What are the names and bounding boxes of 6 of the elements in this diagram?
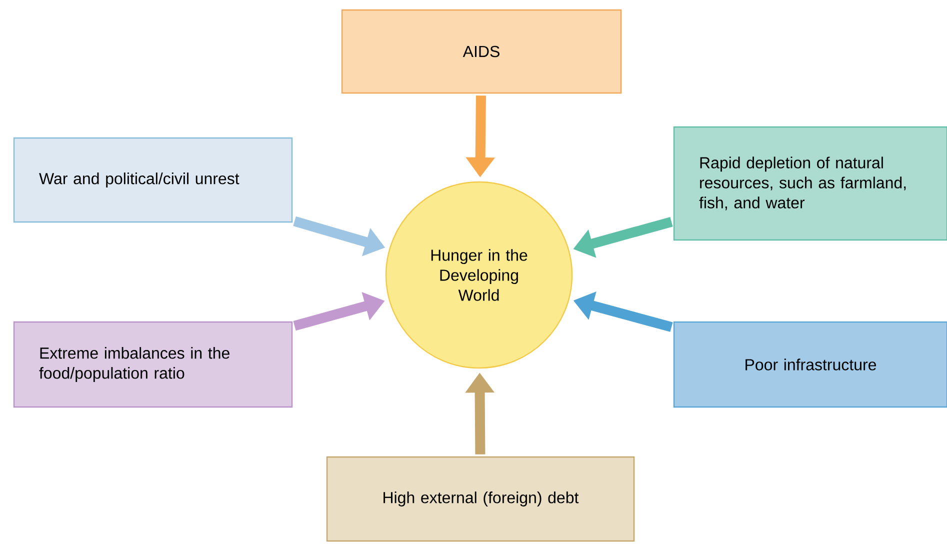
- cause-box: High external (foreign) debt: [326, 456, 635, 542]
- cause-box: War and political/civil unrest: [13, 137, 293, 223]
- cause-box: Extreme imbalances in the food/population ratio: [13, 321, 293, 408]
- cause-box: AIDS: [341, 9, 622, 94]
- cause-box: Rapid depletion of natural resources, such as farmland, fish, and water: [673, 126, 947, 241]
- cause-box: Poor infrastructure: [673, 321, 947, 408]
